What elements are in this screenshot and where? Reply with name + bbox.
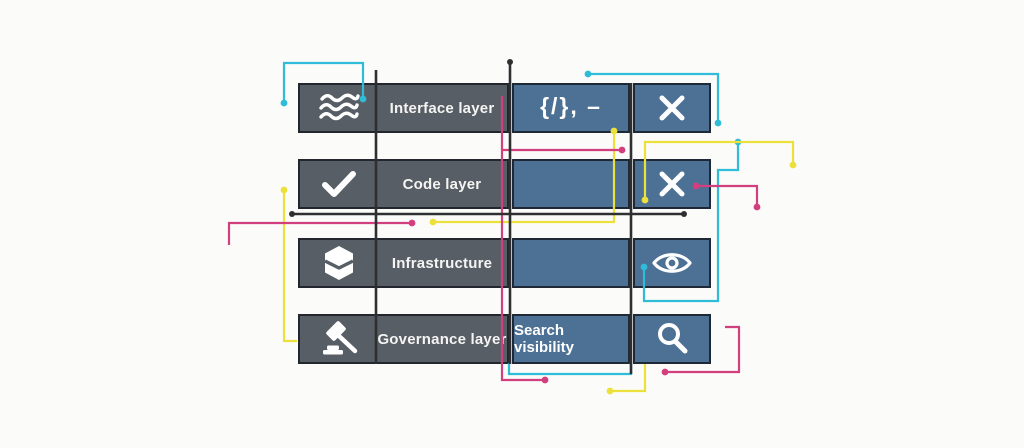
connector-yellow [282, 190, 297, 343]
close-x-icon [659, 171, 685, 197]
row-interface-cell: {/}, – [512, 83, 630, 133]
row-code-action [633, 159, 711, 209]
eye-icon [652, 253, 692, 273]
connector-endpoint-dot [618, 146, 626, 154]
governance-layer-label: Governance layer [377, 330, 507, 348]
connector-endpoint-dot [584, 70, 592, 78]
row-label: Governance layer [377, 331, 507, 348]
waves-icon [300, 85, 377, 131]
code-braces-glyph: {/}, – [540, 93, 602, 119]
connector-endpoint-dot [714, 119, 722, 127]
close-x-icon [659, 95, 685, 121]
connector-endpoint-dot [280, 186, 288, 194]
connector-endpoint-dot [753, 203, 761, 211]
interface-layer-label: Interface layer [389, 99, 495, 117]
row-infrastructure-action [633, 238, 711, 288]
row-infrastructure-gray-box: Infrastructure [298, 238, 509, 288]
connector-endpoint-dot [541, 376, 549, 384]
layers-icon [300, 240, 377, 286]
gavel-icon [300, 316, 377, 362]
connector-yellow [610, 364, 647, 393]
row-governance-gray-box: Governance layer [298, 314, 509, 364]
connector-endpoint-dot [289, 211, 295, 217]
connector-endpoint-dot [789, 161, 797, 169]
search-visibility-label: Search visibility [514, 322, 575, 356]
check-icon [300, 161, 377, 207]
connector-cyan [507, 363, 633, 376]
row-interface-gray-box: Interface layer [298, 83, 509, 133]
code-layer-label: Code layer [402, 175, 482, 193]
connector-endpoint-dot [280, 99, 288, 107]
row-governance-action [633, 314, 711, 364]
connector-endpoint-dot [661, 368, 669, 376]
connector-endpoint-dot [606, 387, 614, 395]
infrastructure-label: Infrastructure [391, 254, 493, 272]
row-interface-action [633, 83, 711, 133]
row-label: Interface layer [377, 100, 507, 117]
connector-endpoint-dot [429, 218, 437, 226]
row-code-cell [512, 159, 630, 209]
connector-endpoint-dot [681, 211, 687, 217]
row-label: Code layer [377, 176, 507, 193]
connector-endpoint-dot [507, 59, 513, 65]
row-code-gray-box: Code layer [298, 159, 509, 209]
search-icon [658, 323, 688, 354]
connector-endpoint-dot [408, 219, 416, 227]
row-governance-cell: Search visibility [512, 314, 630, 364]
connector-endpoint-dot [734, 138, 742, 146]
row-label: Infrastructure [377, 255, 507, 272]
row-infrastructure-cell [512, 238, 630, 288]
